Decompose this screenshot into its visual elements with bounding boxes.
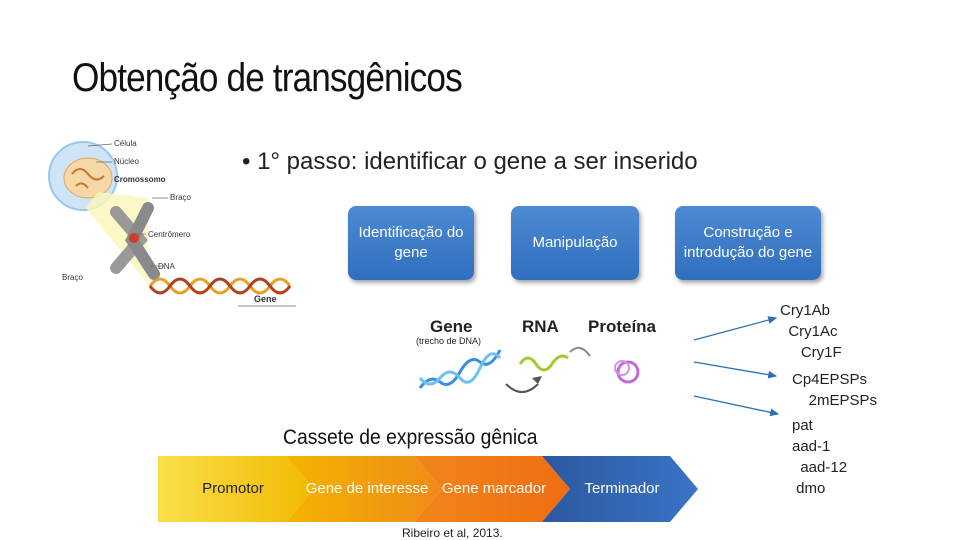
cassette-bar: [158, 456, 698, 522]
dogma-proteina-label: Proteína: [588, 317, 657, 336]
segment-promotor: Promotor: [202, 480, 264, 497]
segment-gene-marcador: Gene marcador: [441, 480, 547, 497]
step-construcao: Construção e introdução do gene: [675, 206, 821, 280]
central-dogma-figure: Gene (trecho de DNA) RNA Proteína: [416, 317, 657, 393]
segment-terminador-shape: [542, 456, 698, 522]
segment-terminador: Terminador: [584, 480, 660, 497]
dogma-gene-label: Gene: [430, 317, 473, 336]
label-nucleo: Núcleo: [114, 157, 139, 166]
citation: Ribeiro et al, 2013.: [402, 526, 503, 540]
gene-group-epsps: Cp4EPSPs 2mEPSPs: [792, 371, 878, 409]
arrow-icon: [693, 316, 778, 341]
cell-chromosome-figure: Célula Núcleo Cromossomo Braço Centrômer…: [48, 139, 296, 307]
step-identificacao: Identificação do gene: [348, 206, 474, 280]
arrows-to-genes: [693, 316, 780, 417]
gene-group-cry: Cry1Ab Cry1Ac Cry1F: [780, 302, 842, 361]
segment-gene-interesse-shape: [286, 456, 442, 522]
cycle-arrow-icon: [505, 383, 539, 393]
arrow-icon: [693, 361, 778, 379]
page-title: Obtenção de transgênicos: [72, 56, 463, 100]
gene-group-herbicide: pat aad-1 aad-12 dmo: [792, 417, 848, 497]
arrow-icon: [693, 395, 780, 417]
segment-promotor-shape: [158, 456, 314, 522]
step-manipulacao: Manipulação: [511, 206, 639, 280]
dogma-gene-sub: (trecho de DNA): [416, 336, 481, 346]
dogma-rna-label: RNA: [522, 317, 559, 336]
cassette-title: Cassete de expressão gênica: [283, 426, 538, 449]
label-dna: DNA: [158, 262, 176, 271]
segment-gene-interesse: Gene de interesse: [305, 480, 429, 497]
label-braco-top: Braço: [170, 193, 191, 202]
label-celula: Célula: [114, 139, 137, 148]
bullet-step-one: • 1° passo: identificar o gene a ser ins…: [242, 148, 698, 175]
label-gene: Gene: [254, 294, 277, 304]
segment-gene-marcador-shape: [414, 456, 570, 522]
label-braco-bottom: Braço: [62, 273, 83, 282]
label-cromossomo: Cromossomo: [114, 175, 166, 184]
label-centromero: Centrômero: [148, 230, 191, 239]
